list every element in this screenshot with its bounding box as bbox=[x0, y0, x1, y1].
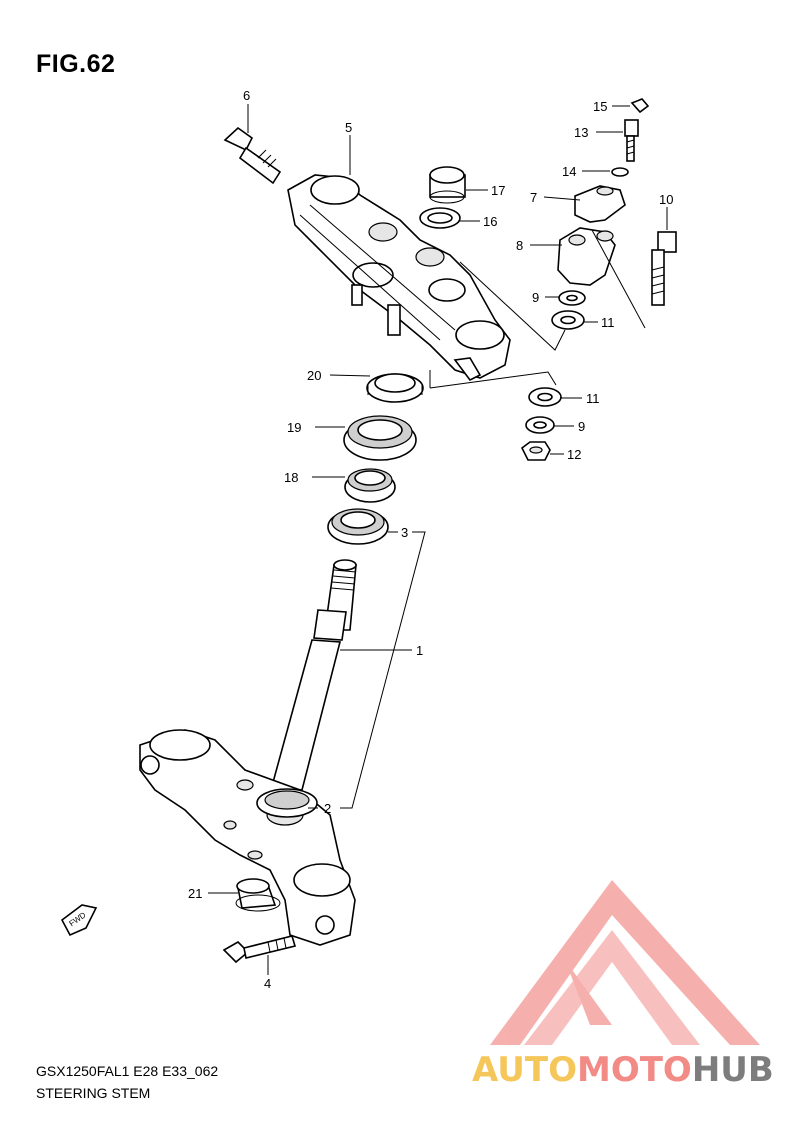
dust-seal-part-19 bbox=[343, 415, 417, 461]
callout-9-upper: 9 bbox=[532, 290, 539, 305]
washer-part-14 bbox=[611, 167, 629, 177]
callout-3: 3 bbox=[401, 525, 408, 540]
callout-19: 19 bbox=[287, 420, 301, 435]
callout-5: 5 bbox=[345, 120, 352, 135]
callout-17: 17 bbox=[491, 183, 505, 198]
leader-lines bbox=[208, 104, 668, 975]
callout-8: 8 bbox=[516, 238, 523, 253]
cap-part-21 bbox=[235, 878, 281, 912]
section-name-label: STEERING STEM bbox=[36, 1085, 151, 1101]
watermark-text-moto: MOTO bbox=[576, 1050, 692, 1090]
cap-part-17 bbox=[429, 166, 466, 204]
forward-direction-arrow-icon: FWD bbox=[60, 904, 98, 937]
callout-7: 7 bbox=[530, 190, 537, 205]
lower-bracket bbox=[139, 729, 356, 946]
watermark-text-hub: HUB bbox=[691, 1050, 774, 1090]
upper-bracket-part-5 bbox=[287, 174, 511, 382]
model-code-label: GSX1250FAL1 E28 E33_062 bbox=[36, 1063, 219, 1079]
callout-11-upper: 11 bbox=[601, 315, 615, 330]
bolt-part-10 bbox=[651, 231, 677, 306]
washer-part-9-upper bbox=[558, 290, 586, 306]
bolt-part-13 bbox=[624, 119, 639, 162]
washer-part-11-upper bbox=[551, 310, 585, 330]
callout-6: 6 bbox=[243, 88, 250, 103]
callout-11-lower: 11 bbox=[586, 391, 600, 406]
washer-part-16 bbox=[419, 207, 461, 229]
callout-18: 18 bbox=[284, 470, 298, 485]
washer-part-9-lower bbox=[525, 416, 555, 434]
watermark-text: AUTOMOTOHUB bbox=[472, 1050, 774, 1090]
bolt-part-4 bbox=[222, 935, 297, 964]
bolt-part-6 bbox=[223, 126, 282, 185]
watermark-text-auto: AUTO bbox=[472, 1050, 577, 1090]
seal-part-2 bbox=[256, 788, 318, 818]
steering-stem-part-1 bbox=[270, 559, 357, 791]
callout-15: 15 bbox=[593, 99, 607, 114]
callout-2: 2 bbox=[324, 801, 331, 816]
nut-part-12 bbox=[520, 441, 551, 461]
figure-title: FIG.62 bbox=[36, 50, 116, 78]
callout-4: 4 bbox=[264, 976, 271, 991]
callout-labels: 1 2 3 4 5 6 7 8 9 9 10 11 11 12 13 14 15… bbox=[188, 88, 673, 991]
lower-holder-part-8 bbox=[557, 227, 616, 286]
callout-12: 12 bbox=[567, 447, 581, 462]
callout-14: 14 bbox=[562, 164, 576, 179]
washer-part-11-lower bbox=[528, 387, 562, 407]
callout-16: 16 bbox=[483, 214, 497, 229]
cap-part-15 bbox=[630, 98, 650, 114]
callout-13: 13 bbox=[574, 125, 588, 140]
bearing-part-3 bbox=[327, 508, 389, 545]
callout-1: 1 bbox=[416, 643, 423, 658]
callout-20: 20 bbox=[307, 368, 321, 383]
watermark-logo-icon bbox=[490, 880, 760, 1045]
stem-nut-part-20 bbox=[366, 373, 424, 403]
callout-9-lower: 9 bbox=[578, 419, 585, 434]
callout-10: 10 bbox=[659, 192, 673, 207]
bearing-part-18 bbox=[344, 468, 396, 503]
upper-holder-part-7 bbox=[574, 185, 626, 223]
callout-21: 21 bbox=[188, 886, 202, 901]
